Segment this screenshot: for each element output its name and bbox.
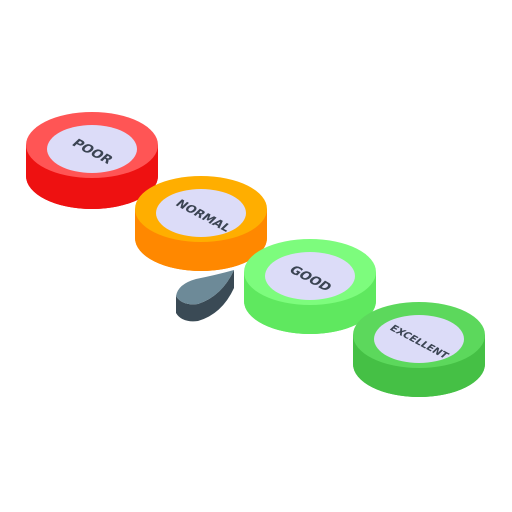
disc-poor: POOR — [26, 112, 158, 209]
disc-poor-face — [47, 125, 137, 173]
disc-excellent: EXCELLENT — [353, 302, 485, 397]
pointer-needle-icon — [176, 270, 234, 322]
pointer-needle-side — [176, 270, 234, 322]
disc-normal: NORMAL — [135, 176, 267, 271]
disc-normal-face — [156, 189, 246, 237]
disc-good-face — [265, 252, 355, 300]
disc-excellent-face — [374, 315, 464, 363]
pointer-needle-top — [176, 270, 234, 305]
disc-good: GOOD — [244, 239, 376, 334]
